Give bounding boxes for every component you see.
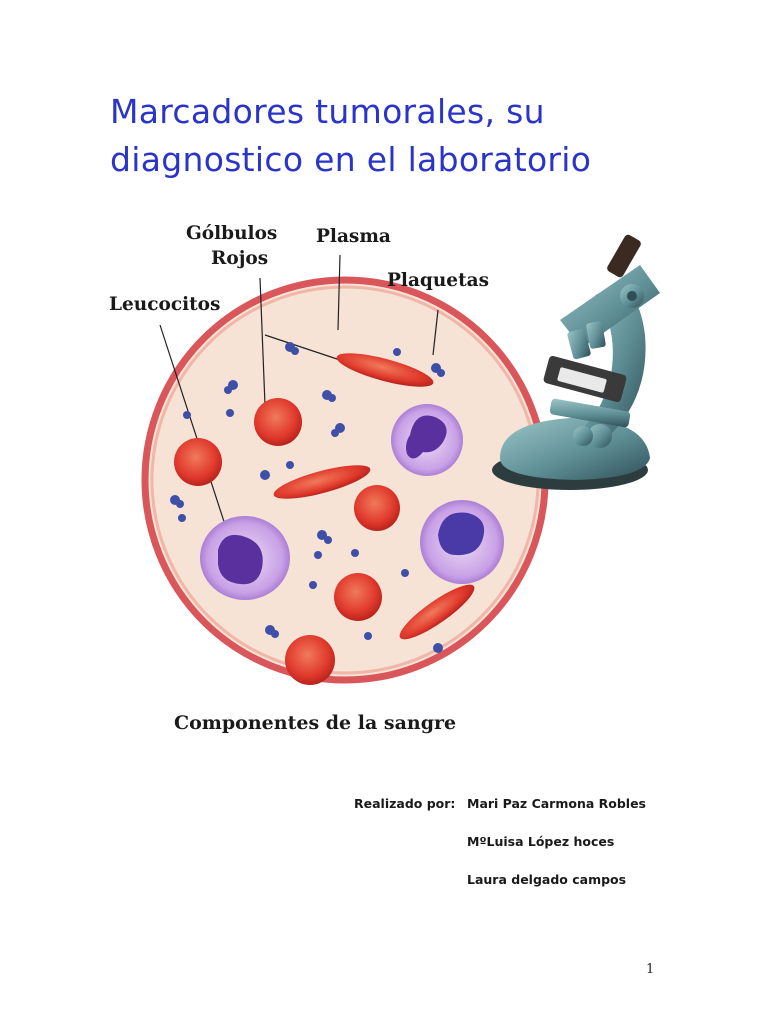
red-blood-cells <box>174 353 475 685</box>
label-plasma: Plasma <box>316 226 391 247</box>
platelets <box>170 342 445 653</box>
label-globulos-rojos-line1: Gólbulos <box>186 223 278 244</box>
blood-components-illustration: Gólbulos Rojos Plasma Plaquetas Leucocit… <box>100 210 700 750</box>
label-globulos-rojos-line2: Rojos <box>211 248 269 269</box>
author-1: Mari Paz Carmona Robles <box>467 796 646 811</box>
leucocytes <box>200 404 504 600</box>
microscope-drawing <box>492 234 660 490</box>
leader-globulos-rojos <box>259 277 266 406</box>
label-plaquetas: Plaquetas <box>387 270 490 291</box>
page-number: 1 <box>646 962 655 977</box>
leader-leucocitos <box>159 324 231 541</box>
document-title: Marcadores tumorales, su diagnostico en … <box>110 88 730 184</box>
leader-plaquetas <box>432 309 439 356</box>
leader-plasma <box>337 254 341 331</box>
label-leucocitos: Leucocitos <box>109 294 221 315</box>
blood-illustration-svg <box>141 234 660 685</box>
author-2: MºLuisa López hoces <box>467 834 615 849</box>
credits-label: Realizado por: <box>354 796 456 811</box>
figure-caption: Componentes de la sangre <box>174 712 457 734</box>
title-line-2: diagnostico en el laboratorio <box>110 140 592 179</box>
author-3: Laura delgado campos <box>467 872 627 887</box>
title-line-1: Marcadores tumorales, su <box>110 92 545 131</box>
